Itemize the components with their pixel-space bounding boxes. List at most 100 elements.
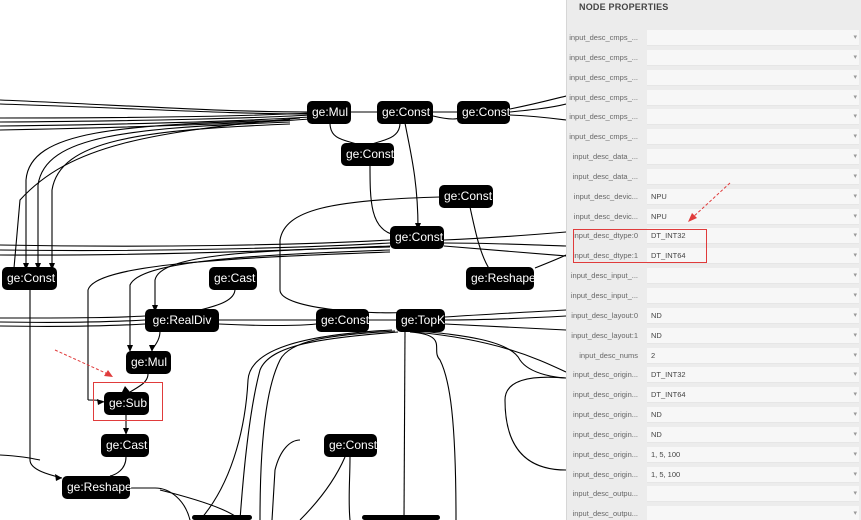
property-label: input_desc_data_...	[572, 171, 638, 181]
chevron-down-icon[interactable]: ▾	[853, 510, 857, 518]
graph-node-sub[interactable]: ge:Sub	[104, 392, 149, 415]
chevron-down-icon[interactable]: ▾	[853, 470, 857, 478]
property-label: input_desc_devic...	[573, 211, 638, 221]
property-label: input_desc_origin...	[572, 469, 638, 479]
property-value-text: ND	[651, 410, 662, 420]
property-row: input_desc_devic... NPU ▾	[567, 207, 861, 227]
property-value[interactable]: DT_INT32 ▾	[647, 367, 859, 384]
chevron-down-icon[interactable]: ▾	[853, 34, 857, 41]
property-value[interactable]: ND ▾	[647, 426, 859, 443]
property-value-text: NPU	[651, 211, 667, 221]
panel-title: NODE PROPERTIES	[579, 2, 669, 12]
chevron-down-icon[interactable]: ▾	[853, 411, 857, 419]
property-value[interactable]: ▾	[647, 268, 859, 285]
graph-node-const[interactable]: ge:Const	[439, 185, 493, 208]
node-properties-panel: NODE PROPERTIES input_desc_cmps_...▾inpu…	[566, 0, 861, 520]
chevron-down-icon[interactable]: ▾	[853, 331, 857, 339]
property-value-text: DT_INT64	[651, 390, 686, 400]
chevron-down-icon[interactable]: ▾	[853, 391, 857, 399]
property-value[interactable]: ▾	[647, 30, 859, 46]
graph-edges	[0, 95, 566, 520]
property-value[interactable]: ▾	[647, 89, 859, 106]
property-row: input_desc_origin...1, 5, 100▾	[567, 445, 861, 465]
chevron-down-icon[interactable]: ▾	[853, 192, 857, 200]
chevron-down-icon[interactable]: ▾	[853, 450, 857, 458]
property-value[interactable]: ▾	[647, 506, 859, 520]
graph-node-reshape[interactable]: ge:Reshape	[62, 476, 132, 499]
chevron-down-icon[interactable]: ▾	[853, 430, 857, 438]
chevron-down-icon[interactable]: ▾	[853, 153, 857, 161]
chevron-down-icon[interactable]: ▾	[853, 73, 857, 81]
chevron-down-icon[interactable]: ▾	[853, 291, 857, 299]
property-value-text: ND	[651, 310, 662, 320]
property-row: input_desc_input_...▾	[567, 286, 861, 306]
property-value[interactable]: 1, 5, 100▾	[647, 446, 859, 463]
chevron-down-icon[interactable]: ▾	[853, 272, 857, 280]
property-label: input_desc_origin...	[572, 429, 638, 439]
property-row: input_desc_cmps_...▾	[567, 48, 861, 68]
property-row: input_desc_outpu... ▾	[567, 484, 861, 504]
chevron-down-icon[interactable]: ▾	[853, 172, 857, 180]
property-value[interactable]: ▾	[647, 129, 859, 146]
chevron-down-icon[interactable]: ▾	[853, 232, 857, 240]
property-value[interactable]: ND ▾	[647, 327, 859, 344]
property-value[interactable]: ND ▾	[647, 307, 859, 324]
graph-node-mul[interactable]: ge:Mul	[126, 351, 171, 374]
property-value[interactable]: ▾	[647, 49, 859, 66]
graph-node-const[interactable]: ge:Const	[2, 267, 57, 290]
graph-node-partial[interactable]	[192, 515, 252, 520]
graph-node-const[interactable]: ge:Const	[341, 143, 394, 166]
property-value-text: 2	[651, 350, 656, 360]
property-list: input_desc_cmps_...▾input_desc_cmps_...▾…	[567, 28, 861, 520]
chevron-down-icon[interactable]: ▾	[853, 490, 857, 498]
property-label: input_desc_data_...	[572, 152, 638, 162]
property-value[interactable]: 2▾	[647, 347, 859, 364]
property-value[interactable]: NPU ▾	[647, 208, 859, 225]
chevron-down-icon[interactable]: ▾	[853, 53, 857, 61]
graph-node-const[interactable]: ge:Const	[457, 101, 510, 124]
chevron-down-icon[interactable]: ▾	[853, 212, 857, 220]
chevron-down-icon[interactable]: ▾	[853, 133, 857, 141]
property-label: input_desc_outpu...	[572, 489, 638, 499]
graph-node-const[interactable]: ge:Const	[316, 309, 369, 332]
property-label: input_desc_origin...	[572, 390, 638, 400]
property-value[interactable]: ▾	[647, 149, 859, 166]
graph-node-cast[interactable]: ge:Cast	[101, 434, 149, 457]
graph-node-const[interactable]: ge:Const	[390, 226, 444, 249]
chevron-down-icon[interactable]: ▾	[853, 351, 857, 359]
graph-node-partial[interactable]	[362, 515, 440, 520]
chevron-down-icon[interactable]: ▾	[853, 252, 857, 260]
property-value[interactable]: ND ▾	[647, 407, 859, 424]
property-value[interactable]: NPU▾	[647, 188, 859, 205]
property-value-text: DT_INT32	[651, 370, 686, 380]
graph-node-realdiv[interactable]: ge:RealDiv	[145, 309, 219, 332]
graph-node-cast[interactable]: ge:Cast	[209, 267, 257, 290]
chevron-down-icon[interactable]: ▾	[853, 371, 857, 379]
chevron-down-icon[interactable]: ▾	[853, 93, 857, 101]
property-value[interactable]: DT_INT64 ▾	[647, 387, 859, 404]
property-value-text: ND	[651, 429, 662, 439]
graph-node-mul[interactable]: ge:Mul	[307, 101, 351, 124]
graph-node-const[interactable]: ge:Const	[377, 101, 433, 124]
property-value[interactable]: ▾	[647, 109, 859, 126]
property-value[interactable]: ▾	[647, 287, 859, 304]
chevron-down-icon[interactable]: ▾	[853, 311, 857, 319]
graph-node-topk[interactable]: ge:TopK	[396, 309, 445, 332]
property-value[interactable]: DT_INT64▾	[647, 248, 859, 265]
property-value-text: ND	[651, 330, 662, 340]
property-row: input_desc_origin... ND ▾	[567, 425, 861, 445]
property-value[interactable]: ▾	[647, 69, 859, 86]
chevron-down-icon[interactable]: ▾	[853, 113, 857, 121]
property-value[interactable]: ▾	[647, 486, 859, 503]
property-row: input_desc_outpu...▾	[567, 504, 861, 520]
annotation-highlight-box	[573, 229, 707, 263]
property-value[interactable]: 1, 5, 100▾	[647, 466, 859, 483]
graph-node-const[interactable]: ge:Const	[324, 434, 377, 457]
graph-node-reshape[interactable]: ge:Reshape	[466, 267, 536, 290]
property-value[interactable]: ▾	[647, 168, 859, 185]
graph-canvas[interactable]: ge:Mul ge:Const ge:Const ge:Const ge:Con…	[0, 0, 566, 520]
property-value[interactable]: DT_INT32▾	[647, 228, 859, 245]
